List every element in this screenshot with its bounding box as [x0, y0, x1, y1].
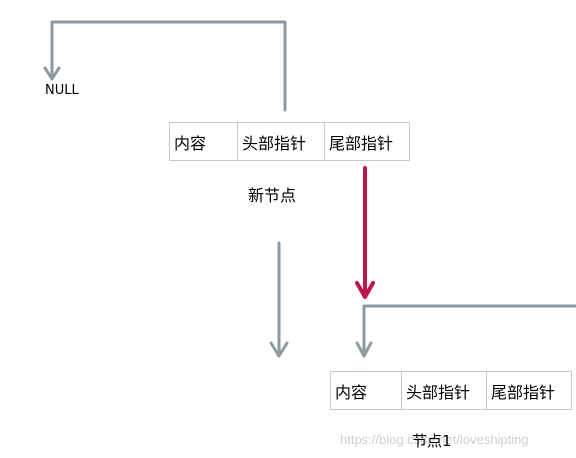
new-node-content-cell: 内容: [169, 122, 238, 161]
null-label: NULL: [45, 83, 79, 98]
node1-table: 内容 头部指针 尾部指针: [330, 371, 572, 410]
node1-content-cell: 内容: [330, 371, 402, 410]
new-node-head-to-null-arrow: [50, 20, 287, 112]
node1-head-pointer-arrow: [362, 304, 576, 357]
new-node-head-to-null-arrowhead: [43, 66, 61, 81]
new-node-table: 内容 头部指针 尾部指针: [169, 122, 410, 161]
node1-caption: 节点1: [412, 432, 452, 450]
node1-tail-pointer-cell: 尾部指针: [486, 371, 572, 410]
new-node-down-arrowhead: [269, 341, 289, 358]
node1-head-pointer-cell: 头部指针: [401, 371, 487, 410]
new-node-head-pointer-cell: 头部指针: [237, 122, 325, 161]
new-node-tail-to-node1-arrowhead: [355, 281, 375, 299]
watermark-text: https://blog.csdn.net/loveshipting: [340, 432, 529, 447]
node1-head-pointer-arrowhead: [355, 341, 373, 358]
new-node-caption: 新节点: [248, 186, 297, 205]
new-node-tail-pointer-cell: 尾部指针: [324, 122, 410, 161]
